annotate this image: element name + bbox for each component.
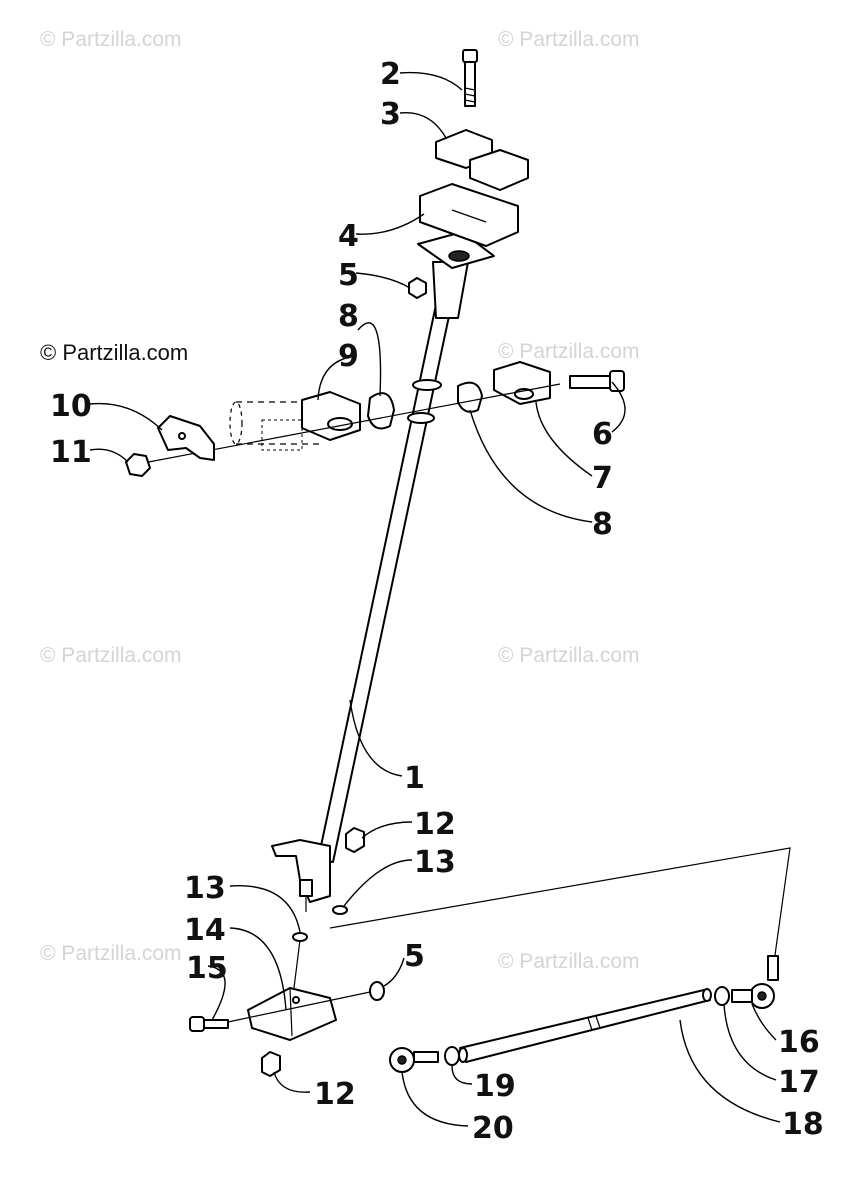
callouts: 2 3 4 5 8 9 10 11 6 7 8 1 12 13 13 14 15… bbox=[50, 57, 824, 1146]
callout-20: 20 bbox=[472, 1111, 514, 1146]
lower-clamp-block bbox=[419, 183, 519, 247]
callout-15: 15 bbox=[186, 951, 228, 986]
callout-8: 8 bbox=[338, 299, 359, 334]
nut bbox=[408, 277, 427, 299]
watermark: © Partzilla.com bbox=[498, 644, 640, 667]
tie-rod-end bbox=[731, 955, 779, 1009]
jam-nut bbox=[714, 986, 730, 1006]
callout-13: 13 bbox=[184, 871, 226, 906]
callout-7: 7 bbox=[592, 461, 613, 496]
callout-13: 13 bbox=[414, 845, 456, 880]
linkage-line bbox=[329, 847, 791, 956]
nut bbox=[345, 827, 365, 853]
tie-rod-end bbox=[389, 1047, 439, 1073]
watermark: © Partzilla.com bbox=[40, 942, 182, 965]
watermarks: © Partzilla.com © Partzilla.com © Partzi… bbox=[40, 28, 640, 973]
callout-3: 3 bbox=[380, 97, 401, 132]
callout-19: 19 bbox=[474, 1069, 516, 1104]
nut bbox=[261, 1051, 281, 1077]
callout-9: 9 bbox=[338, 339, 359, 374]
callout-11: 11 bbox=[50, 435, 92, 470]
watermark: © Partzilla.com bbox=[498, 28, 640, 51]
bracket bbox=[157, 415, 215, 461]
leader-lines bbox=[89, 71, 781, 1127]
handlebar-clamp bbox=[301, 391, 361, 441]
steering-post bbox=[271, 231, 495, 912]
tie-rod bbox=[458, 988, 712, 1063]
mounting-bracket bbox=[247, 987, 337, 1041]
washer bbox=[332, 905, 348, 915]
callout-12: 12 bbox=[314, 1077, 356, 1112]
alignment-line bbox=[227, 991, 371, 1023]
callout-1: 1 bbox=[404, 761, 425, 796]
washer bbox=[292, 932, 308, 942]
bolt bbox=[189, 1016, 229, 1032]
callout-4: 4 bbox=[338, 219, 359, 254]
upper-clamp bbox=[435, 129, 529, 191]
callout-5: 5 bbox=[338, 258, 359, 293]
watermark: © Partzilla.com bbox=[498, 340, 640, 363]
callout-5: 5 bbox=[404, 939, 425, 974]
callout-17: 17 bbox=[778, 1065, 820, 1100]
callout-10: 10 bbox=[50, 389, 92, 424]
bolt bbox=[462, 49, 478, 107]
callout-16: 16 bbox=[778, 1025, 820, 1060]
nut bbox=[125, 453, 151, 477]
watermark: © Partzilla.com bbox=[498, 950, 640, 973]
callout-6: 6 bbox=[592, 417, 613, 452]
bushing bbox=[367, 392, 395, 430]
copyright-label: © Partzilla.com bbox=[40, 340, 188, 365]
jam-nut bbox=[444, 1046, 460, 1066]
bolt bbox=[569, 370, 625, 392]
watermark: © Partzilla.com bbox=[40, 644, 182, 667]
callout-12: 12 bbox=[414, 807, 456, 842]
clamp-cap bbox=[493, 361, 551, 405]
nut bbox=[369, 981, 385, 1001]
callout-8: 8 bbox=[592, 507, 613, 542]
callout-18: 18 bbox=[782, 1107, 824, 1142]
bushing bbox=[457, 381, 483, 413]
callout-14: 14 bbox=[184, 913, 226, 948]
watermark: © Partzilla.com bbox=[40, 28, 182, 51]
callout-2: 2 bbox=[380, 57, 401, 92]
